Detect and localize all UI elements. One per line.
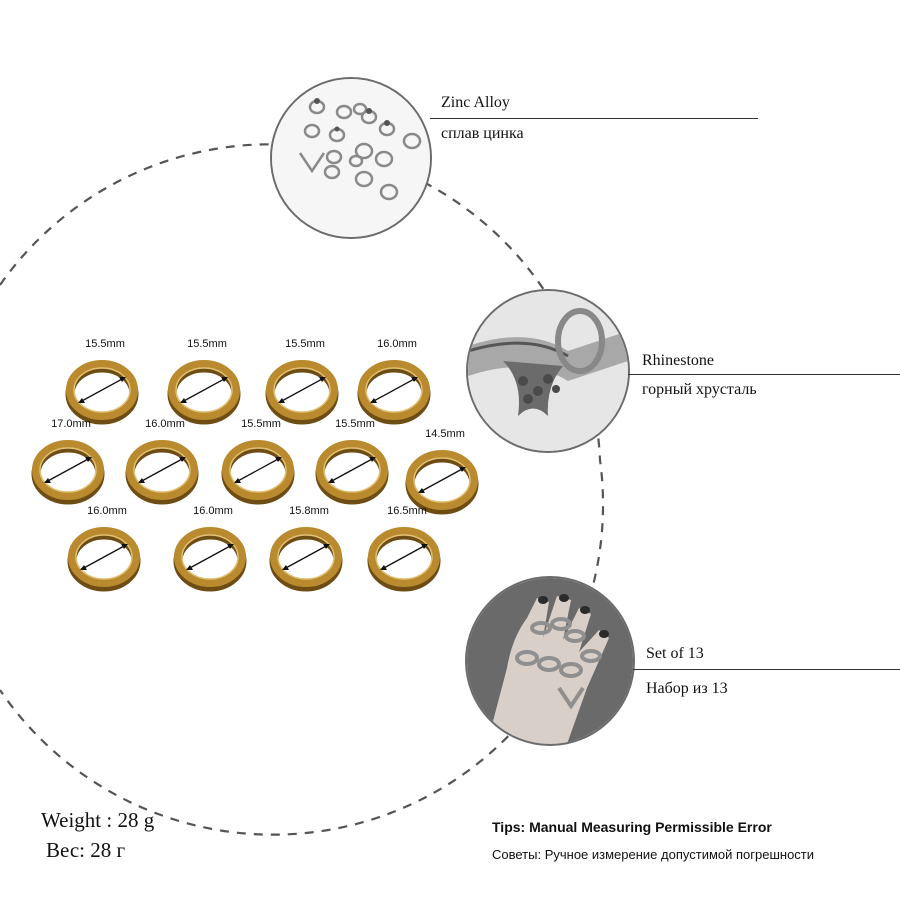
gold-ring-icon — [167, 360, 241, 425]
rhinestone-image — [466, 289, 630, 453]
tips-subtitle: Советы: Ручное измерение допустимой погр… — [492, 847, 815, 862]
ring-size-label: 15.5mm — [241, 418, 281, 430]
ring-item: 14.5mm — [390, 428, 500, 518]
rhinestone-label-en: Rhinestone — [642, 352, 714, 369]
ring-size-label: 16.0mm — [377, 338, 417, 350]
ring-size-label: 16.0mm — [193, 505, 233, 517]
gold-ring-icon — [315, 440, 389, 505]
ring-size-label: 16.5mm — [387, 505, 427, 517]
gold-ring-icon — [269, 527, 343, 592]
set-label-en: Set of 13 — [646, 645, 704, 662]
ring-item: 15.5mm — [300, 418, 410, 508]
gold-ring-icon — [31, 440, 105, 505]
zinc-alloy-label-en: Zinc Alloy — [441, 94, 510, 111]
gold-ring-icon — [125, 440, 199, 505]
gold-ring-icon — [67, 527, 141, 592]
ring-size-label: 16.0mm — [145, 418, 185, 430]
ring-item: 16.5mm — [352, 505, 462, 595]
zinc-alloy-line — [430, 118, 758, 119]
ring-size-label: 16.0mm — [87, 505, 127, 517]
gold-ring-icon — [405, 450, 479, 515]
ring-size-label: 14.5mm — [425, 428, 465, 440]
weight-en: Weight : 28 g — [41, 808, 155, 832]
ring-item: 16.0mm — [158, 505, 268, 595]
weight-ru: Вес: 28 г — [46, 838, 126, 862]
ring-size-label: 15.5mm — [85, 338, 125, 350]
ring-item: 16.0mm — [52, 505, 162, 595]
ring-item: 15.8mm — [254, 505, 364, 595]
ring-size-label: 15.5mm — [187, 338, 227, 350]
gold-ring-icon — [367, 527, 441, 592]
gold-ring-icon — [265, 360, 339, 425]
ring-item: 16.0mm — [110, 418, 220, 508]
gold-ring-icon — [221, 440, 295, 505]
gold-ring-icon — [65, 360, 139, 425]
rhinestone-line — [628, 374, 900, 375]
rhinestone-label-ru: горный хрусталь — [642, 381, 757, 398]
gold-ring-icon — [173, 527, 247, 592]
tips-title: Tips: Manual Measuring Permissible Error — [492, 819, 772, 835]
ring-item: 17.0mm — [16, 418, 126, 508]
ring-size-label: 17.0mm — [51, 418, 91, 430]
zinc-alloy-label-ru: сплав цинка — [441, 125, 524, 142]
gold-ring-icon — [357, 360, 431, 425]
set-label-ru: Набор из 13 — [646, 680, 728, 697]
ring-size-label: 15.8mm — [289, 505, 329, 517]
ring-item: 15.5mm — [250, 338, 360, 428]
set-of-13-image — [465, 576, 635, 746]
ring-item: 15.5mm — [206, 418, 316, 508]
rhinestone-closeup-image — [468, 291, 628, 451]
silver-rings-image — [272, 79, 430, 237]
ring-item: 16.0mm — [342, 338, 452, 428]
ring-size-label: 15.5mm — [335, 418, 375, 430]
ring-item: 15.5mm — [152, 338, 262, 428]
ring-size-label: 15.5mm — [285, 338, 325, 350]
hand-with-rings-image — [467, 578, 633, 744]
zinc-alloy-image — [270, 77, 432, 239]
ring-item: 15.5mm — [50, 338, 160, 428]
set-line — [633, 669, 900, 670]
